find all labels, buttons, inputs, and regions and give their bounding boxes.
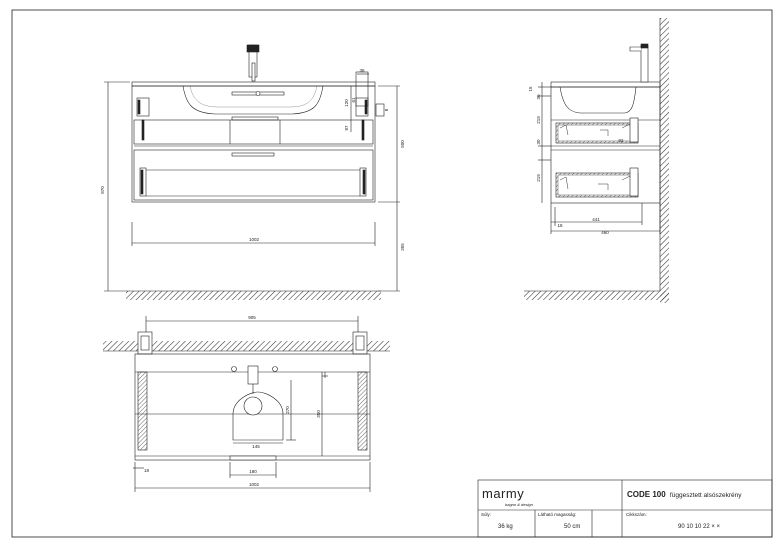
sheet-border xyxy=(11,9,773,538)
front-dim-side-b: 87 xyxy=(344,125,349,131)
visible-height-label: Látható magasság: xyxy=(538,512,576,517)
top-dim-side-18: 18 xyxy=(144,468,150,473)
side-dim-drawer1: 219 xyxy=(536,116,541,124)
side-dim-drawer2: 219 xyxy=(536,174,541,182)
top-drain xyxy=(243,396,263,416)
top-dim-basin-depth: 270 xyxy=(285,406,290,414)
side-view xyxy=(524,18,669,303)
side-dim-15: 15 xyxy=(528,86,533,92)
front-dim-top-small: 36 xyxy=(359,68,365,73)
front-drawer-bottom xyxy=(133,149,374,201)
front-countertop xyxy=(131,81,376,87)
front-dim-unit-height: 500 xyxy=(400,140,405,148)
front-dim-width: 1002 xyxy=(249,237,260,242)
top-tap xyxy=(247,365,259,385)
side-wall-hatch xyxy=(660,18,669,303)
side-dim-30: 30 xyxy=(536,94,541,100)
visible-height-value: 50 cm xyxy=(564,524,580,530)
front-dim-side-d: 8 xyxy=(384,108,389,111)
side-basin-bowl xyxy=(559,86,637,114)
side-dim-441: 441 xyxy=(592,217,600,222)
side-floor-hatch xyxy=(524,291,669,300)
side-dim-460: 460 xyxy=(601,230,609,235)
side-cabinet-body xyxy=(550,86,661,204)
front-dim-total-height: 870 xyxy=(100,186,105,194)
top-basin-outline xyxy=(232,391,284,441)
front-dim-side-a: 120 xyxy=(344,99,349,107)
product-name: CODE 100 xyxy=(627,490,666,499)
title-block xyxy=(477,479,773,538)
side-dim-18: 18 xyxy=(557,223,563,228)
weight-label: Súly: xyxy=(481,512,491,517)
top-dim-basin-width: 145 xyxy=(252,444,260,449)
front-basin-bowl xyxy=(182,85,324,115)
front-dim-wall-offset: 355 xyxy=(400,243,405,251)
side-dim-gap: 30 xyxy=(536,139,541,145)
top-dim-mount-width: 905 xyxy=(248,315,256,320)
front-floor-hatch xyxy=(126,291,381,300)
article-label: Cikkszám: xyxy=(626,512,647,517)
article-value: 90 10 10 22 × × xyxy=(678,524,721,530)
front-dim-side-c: 61 xyxy=(351,97,356,103)
side-tap-body xyxy=(640,45,649,83)
brand-tagline: bagno & design xyxy=(505,502,534,507)
side-countertop xyxy=(550,81,661,88)
top-dim-overall-depth: 350 xyxy=(316,410,321,418)
front-cabinet-body xyxy=(131,85,376,203)
front-drawer-top xyxy=(133,119,374,145)
weight-value: 36 kg xyxy=(498,524,513,530)
top-view xyxy=(103,316,390,492)
top-wall-hatch xyxy=(103,341,390,351)
side-dim-92: 92 xyxy=(618,138,624,143)
front-view xyxy=(104,44,400,300)
top-dim-width: 1002 xyxy=(249,482,260,487)
product-desc: függesztett alsószekrény xyxy=(670,492,742,499)
top-dim-handle: 180 xyxy=(249,469,257,474)
brand-logo: marmy xyxy=(482,486,524,501)
product-title: CODE 100 függesztett alsószekrény xyxy=(627,490,742,499)
top-handle xyxy=(229,455,277,461)
